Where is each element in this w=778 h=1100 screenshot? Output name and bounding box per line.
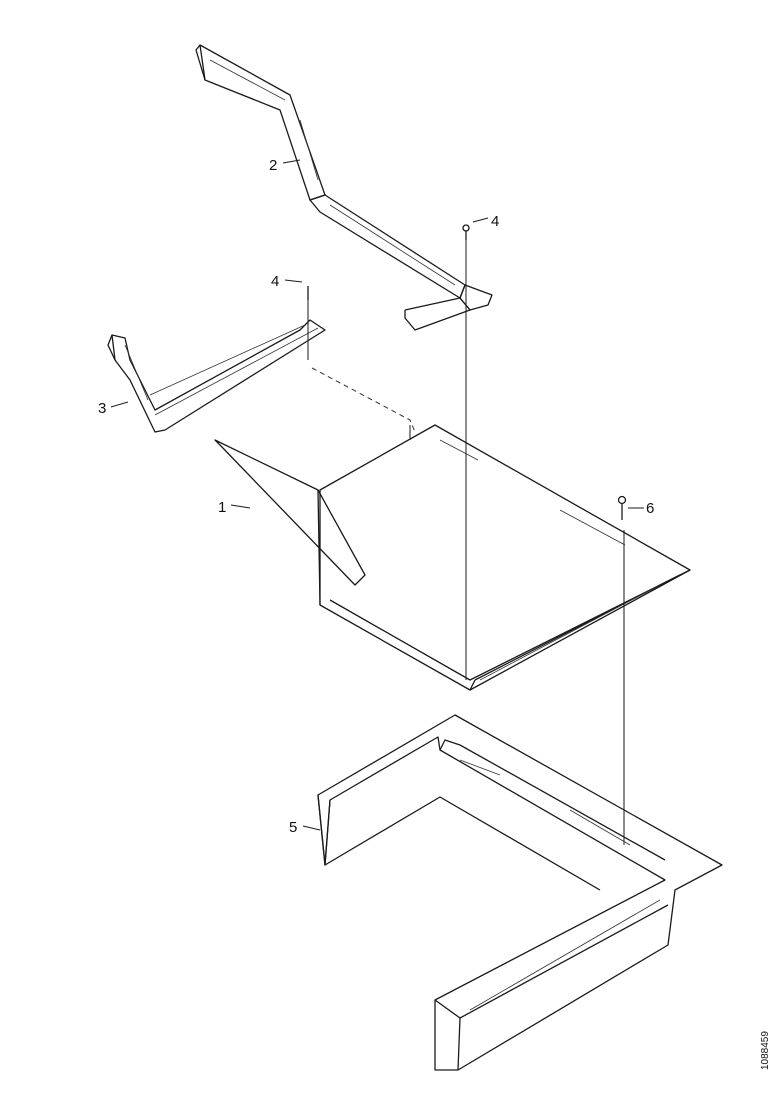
part-4-fasteners: [307, 224, 470, 300]
callout-leaders: [110, 159, 644, 831]
callout-5: 5: [289, 819, 297, 836]
callout-4-upper: 4: [491, 213, 499, 230]
part-5-frame: [317, 714, 723, 1071]
part-3-bracket: [107, 319, 326, 433]
part-2-bracket: [195, 44, 493, 331]
part-1-tray: [214, 424, 691, 691]
callout-2: 2: [269, 157, 277, 174]
part-6-screw: [617, 495, 627, 520]
callout-6: 6: [646, 500, 654, 517]
callout-3: 3: [98, 400, 106, 417]
reference-code: 1088459: [760, 1031, 771, 1070]
assembly-axis-lines: [307, 240, 625, 845]
callout-4-left: 4: [271, 273, 279, 290]
callout-1: 1: [218, 499, 226, 516]
